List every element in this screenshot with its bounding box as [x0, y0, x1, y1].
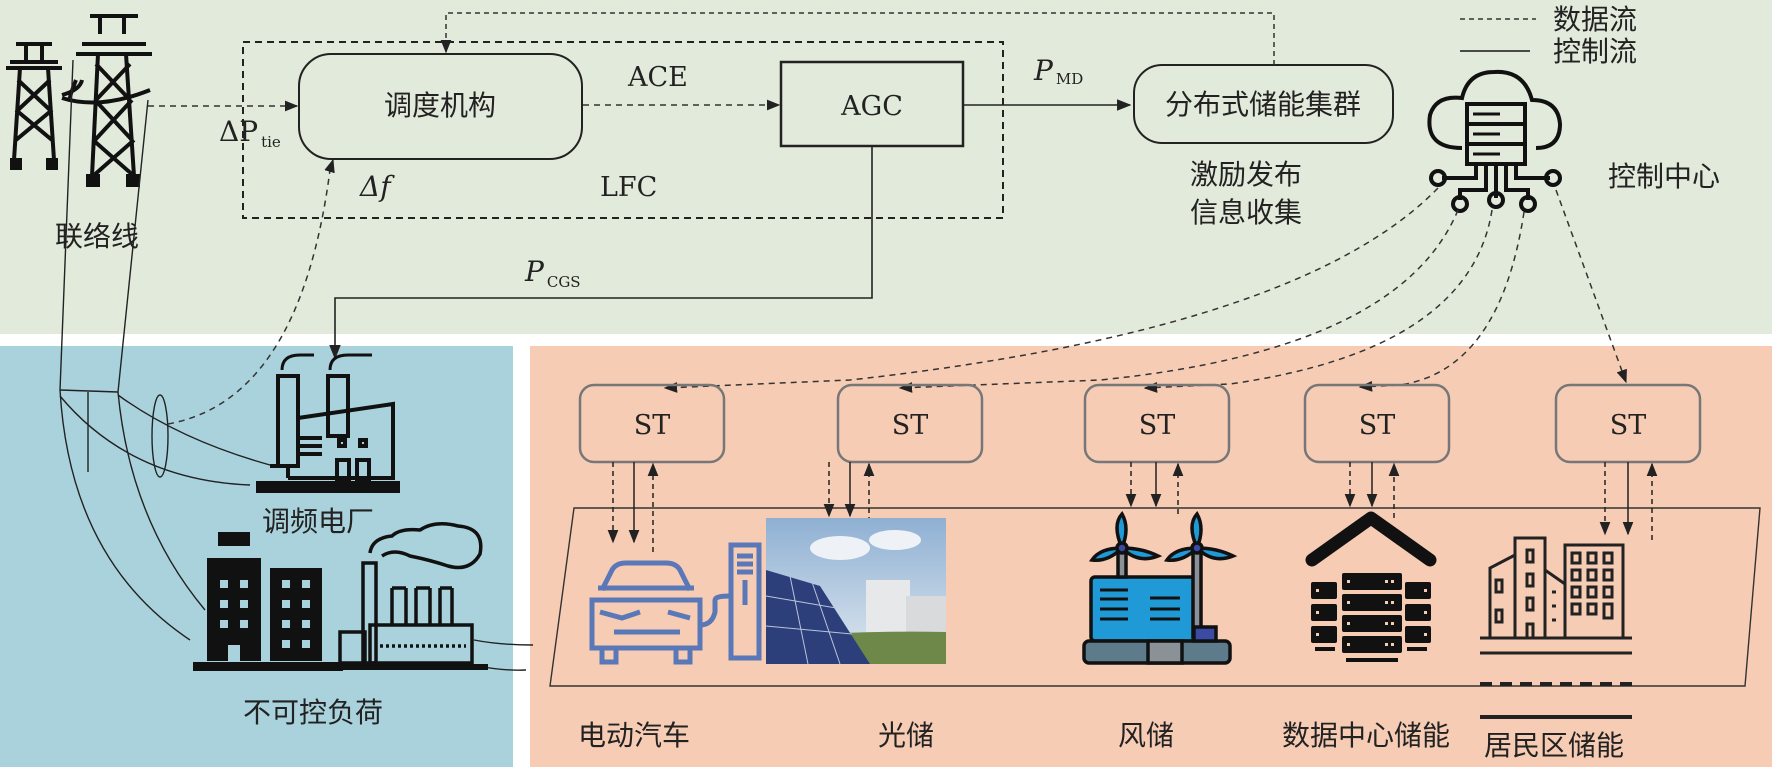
dispatch-agency-label: 调度机构 [384, 89, 496, 122]
st-box-datacenter: ST [1303, 383, 1451, 464]
agc-label: AGC [840, 91, 903, 122]
unit-label-wind: 风储 [1118, 719, 1174, 752]
pcgs-arrow [329, 146, 873, 360]
cluster-caption-info: 信息收集 [1190, 196, 1302, 229]
control-center-label: 控制中心 [1608, 160, 1720, 193]
uncontrollable-load-label: 不可控负荷 [243, 696, 383, 729]
st-label: ST [634, 410, 671, 441]
ev-charging-icon [589, 542, 762, 665]
control-center-cloud-icon [1427, 69, 1563, 213]
fm-power-plant-icon [256, 353, 400, 493]
wind-storage-icon [1082, 511, 1238, 665]
cluster-caption-incentive: 激励发布 [1190, 158, 1302, 191]
fm-power-plant-label: 调频电厂 [262, 505, 374, 538]
lfc-label: LFC [600, 172, 657, 203]
data-center-icon [1305, 511, 1437, 662]
unit-label-ev: 电动汽车 [578, 719, 690, 752]
unit-label-datacenter: 数据中心储能 [1282, 719, 1450, 752]
transmission-tower-icon [6, 14, 152, 187]
uncontrollable-load-icon [193, 522, 488, 671]
residential-buildings-icon [1480, 536, 1632, 719]
legend: 数据流 控制流 [1460, 3, 1637, 68]
storage-cluster-label: 分布式储能集群 [1165, 88, 1361, 121]
tie-line-wires [59, 59, 534, 671]
control-center-links [663, 187, 1627, 393]
ace-label: ACE [627, 62, 688, 93]
st-box-pv: ST [836, 383, 984, 464]
st-label: ST [1610, 410, 1647, 441]
st-box-wind: ST [1083, 383, 1231, 464]
dispatch-agency-box [298, 53, 583, 160]
storage-cluster-box [1133, 64, 1394, 144]
st-label: ST [892, 410, 929, 441]
storage-aggregation-boundary [549, 507, 1761, 687]
unit-label-pv: 光储 [878, 719, 934, 752]
st-box-ev: ST [578, 383, 726, 464]
st-label: ST [1139, 410, 1176, 441]
pv-storage-photo [765, 518, 946, 665]
st-label: ST [1359, 410, 1396, 441]
delta-f-label: Δf [359, 170, 395, 203]
legend-control-flow-label: 控制流 [1553, 35, 1637, 68]
unit-label-residential: 居民区储能 [1484, 729, 1624, 762]
delta-f-arrow [167, 158, 335, 425]
st-unit-arrows [607, 462, 1658, 552]
conventional-region [0, 346, 513, 767]
legend-data-flow-label: 数据流 [1553, 3, 1637, 36]
tie-line-label: 联络线 [55, 220, 139, 253]
